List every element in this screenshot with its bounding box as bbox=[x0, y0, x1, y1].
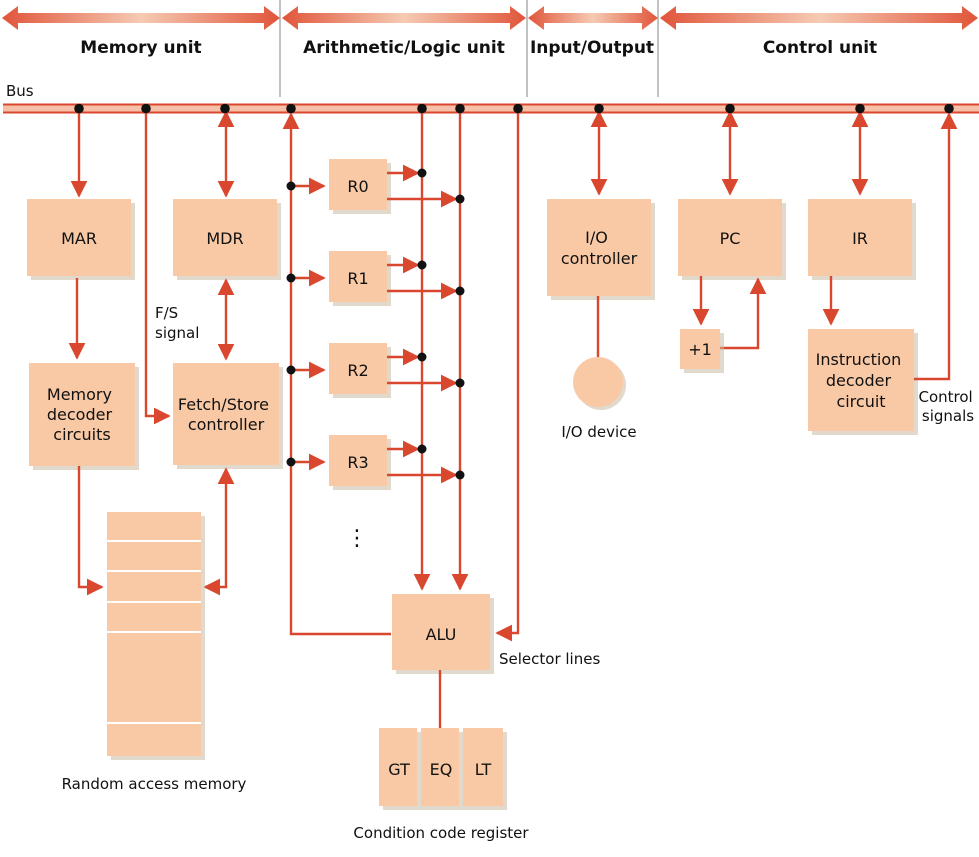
eq-label: EQ bbox=[430, 760, 453, 779]
section-header-control: Control unit bbox=[660, 6, 978, 58]
bus-junction-dot bbox=[286, 103, 296, 114]
fs-signal-label: F/S signal bbox=[155, 304, 199, 342]
gt-label: GT bbox=[388, 760, 410, 779]
selector-lines-wire bbox=[495, 109, 520, 642]
bus-junction-dot bbox=[513, 103, 523, 114]
inc-to-pc-wire bbox=[720, 277, 767, 350]
selector-lines-label: Selector lines bbox=[499, 650, 600, 668]
condition-code-register: GT EQ LT bbox=[379, 728, 507, 810]
incrementer-label: +1 bbox=[688, 340, 712, 359]
register-label: R2 bbox=[347, 361, 368, 380]
register-box bbox=[329, 343, 387, 394]
register-label: R0 bbox=[347, 177, 368, 196]
register-box bbox=[329, 251, 387, 302]
more-registers-ellipsis: ⋮ bbox=[346, 526, 368, 551]
junction-dot bbox=[455, 470, 465, 480]
section-header-alu: Arithmetic/Logic unit bbox=[282, 6, 526, 58]
ir-label: IR bbox=[852, 229, 868, 248]
junction-dot bbox=[455, 378, 465, 388]
register-box bbox=[329, 159, 387, 210]
bus-junction-dot bbox=[725, 103, 735, 114]
bus-junction-dot bbox=[594, 103, 604, 114]
section-label-control: Control unit bbox=[763, 38, 877, 58]
memory-decoder-label: Memory decoder circuits bbox=[47, 385, 117, 444]
register-label: R1 bbox=[347, 269, 368, 288]
mar-box bbox=[27, 199, 131, 276]
random-access-memory bbox=[107, 512, 205, 760]
control-signals-wire bbox=[914, 112, 958, 381]
io-device-circle bbox=[573, 357, 623, 407]
lt-flag bbox=[463, 728, 503, 806]
bus-junction-dot bbox=[455, 103, 465, 114]
ir-box bbox=[808, 199, 912, 276]
alu-box bbox=[392, 594, 490, 670]
junction-dot bbox=[417, 444, 427, 454]
section-label-alu: Arithmetic/Logic unit bbox=[303, 38, 505, 58]
instruction-decoder-box bbox=[808, 329, 914, 431]
register-box bbox=[329, 435, 387, 486]
register-r3: R3 bbox=[286, 435, 465, 490]
mdr-box bbox=[173, 199, 277, 276]
bus-junction-dot bbox=[220, 103, 230, 114]
double-arrow-icon bbox=[282, 6, 526, 30]
decoder-to-ram-wire bbox=[77, 466, 104, 596]
condition-code-register-label: Condition code register bbox=[353, 824, 529, 842]
io-controller-label: I/O controller bbox=[561, 228, 638, 268]
section-header-memory: Memory unit bbox=[2, 6, 280, 58]
alu-label: ALU bbox=[426, 625, 457, 644]
io-controller-box bbox=[547, 199, 651, 296]
junction-dot bbox=[417, 260, 427, 270]
junction-dot bbox=[286, 273, 296, 283]
double-arrow-icon bbox=[2, 6, 280, 30]
fetch-store-controller-box bbox=[173, 363, 279, 465]
junction-dot bbox=[417, 168, 427, 178]
lt-label: LT bbox=[475, 760, 492, 779]
junction-dot bbox=[286, 365, 296, 375]
bus-junction-dot bbox=[944, 103, 954, 114]
junction-dot bbox=[286, 457, 296, 467]
double-arrow-icon bbox=[528, 6, 658, 30]
ram-label: Random access memory bbox=[62, 775, 247, 793]
junction-dot bbox=[417, 352, 427, 362]
bus-junction-dot bbox=[417, 103, 427, 114]
section-label-memory: Memory unit bbox=[80, 38, 201, 58]
section-label-io: Input/Output bbox=[530, 38, 654, 58]
control-signals-label: Control signals bbox=[918, 388, 977, 425]
bus-junctions bbox=[74, 103, 954, 114]
bus-junction-dot bbox=[855, 103, 865, 114]
bus-junction-dot bbox=[141, 103, 151, 114]
incrementer-box bbox=[680, 329, 720, 369]
register-r2: R2 bbox=[286, 343, 465, 398]
register-r1: R1 bbox=[286, 251, 465, 306]
section-header-io: Input/Output bbox=[528, 6, 658, 58]
double-arrow-icon bbox=[660, 6, 978, 30]
mar-label: MAR bbox=[61, 229, 97, 248]
fetch-store-label: Fetch/Store controller bbox=[178, 395, 274, 434]
eq-flag bbox=[421, 728, 459, 806]
junction-dot bbox=[286, 181, 296, 191]
pc-box bbox=[678, 199, 782, 276]
bus-label: Bus bbox=[6, 82, 34, 100]
register-r0: R0 bbox=[286, 159, 465, 214]
pc-label: PC bbox=[720, 229, 741, 248]
bus-junction-dot bbox=[74, 103, 84, 114]
alu-output-to-bus-wire bbox=[282, 112, 391, 636]
gt-flag bbox=[379, 728, 417, 806]
system-bus bbox=[3, 103, 979, 114]
io-device-label: I/O device bbox=[561, 423, 636, 441]
instruction-decoder-label: Instruction decoder circuit bbox=[816, 350, 907, 411]
mdr-label: MDR bbox=[206, 229, 243, 248]
junction-dot bbox=[455, 286, 465, 296]
fs-signal-wire bbox=[144, 109, 171, 425]
junction-dot bbox=[455, 194, 465, 204]
register-label: R3 bbox=[347, 453, 368, 472]
fetchstore-ram-wire bbox=[203, 467, 235, 596]
memory-decoder-box bbox=[29, 363, 135, 466]
